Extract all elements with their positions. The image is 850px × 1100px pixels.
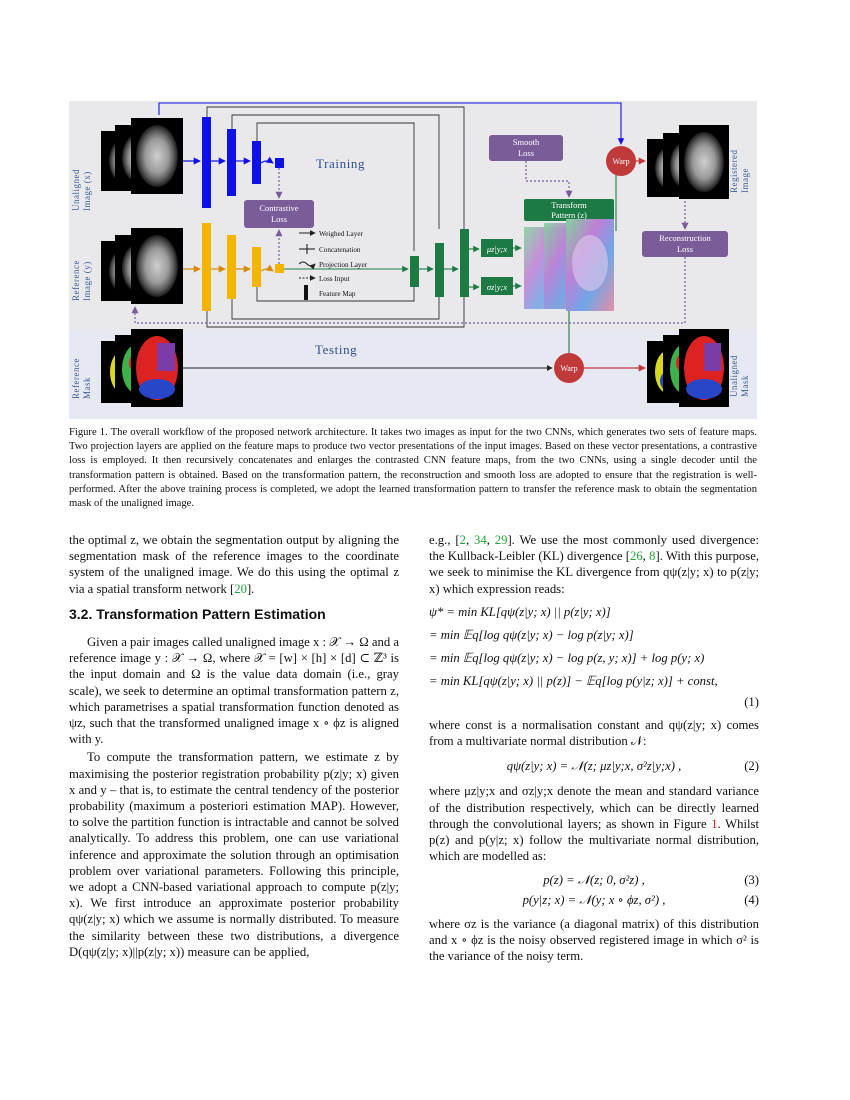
registered-image-stack	[647, 125, 729, 199]
training-panel	[69, 101, 757, 331]
right-column: e.g., [2, 34, 29]. We use the most commo…	[429, 532, 759, 966]
left-paragraph-0: the optimal z, we obtain the segmentatio…	[69, 533, 399, 596]
warp-train-label: Warp	[612, 157, 629, 166]
warp-train-node	[606, 146, 636, 176]
unaligned-mask-stack	[647, 329, 729, 407]
right-paragraph-1: where const is a normalisation constant …	[429, 717, 759, 749]
section-title: 3.2. Transformation Pattern Estimation	[69, 605, 326, 622]
training-label: Training	[316, 156, 365, 171]
equation-3: p(z) = 𝒩(z; 0, σ²z) ,(3)	[543, 873, 759, 888]
warp-test-label: Warp	[560, 364, 577, 373]
skip-connections	[206, 106, 465, 328]
mu-box	[481, 239, 513, 257]
reference-image-stack	[101, 228, 183, 304]
right-paragraph-2: where μz|y;x and σz|y;x denote the mean …	[429, 784, 759, 864]
reference-mask-stack	[101, 329, 183, 407]
equation-4: p(y|z; x) = 𝒩(y; x ∘ ϕz, σ²) ,(4)	[522, 892, 759, 907]
equation-1-line: ψ* = min KL[qψ(z|y; x) || p(z|y; x)]	[429, 604, 611, 619]
testing-panel	[69, 331, 757, 419]
encoder-y	[202, 223, 284, 311]
figure-caption: Figure 1. The overall workflow of the pr…	[69, 427, 757, 510]
legend-loss-input: Loss Input	[319, 275, 350, 283]
smooth-loss-box	[489, 135, 563, 161]
figure-1: UnalignedImage (x) ReferenceImage (y) Re…	[69, 101, 757, 419]
encoder-y-arrows	[183, 264, 274, 273]
right-paragraph-3: where σz is the variance (a diagonal mat…	[429, 916, 759, 964]
plus-icon	[299, 244, 315, 254]
label-reference-mask: ReferenceMask	[71, 358, 92, 399]
bar-icon	[304, 285, 308, 300]
left-column: the optimal z, we obtain the segmentatio…	[69, 532, 399, 962]
citation-link[interactable]: 2	[459, 533, 466, 547]
unaligned-image-stack	[101, 118, 183, 194]
label-unaligned-image: UnalignedImage (x)	[71, 169, 92, 211]
equation-1-number: (1)	[744, 694, 759, 709]
equation-4-number: (4)	[744, 892, 759, 907]
label-reference-image: ReferenceImage (y)	[71, 260, 92, 301]
mu-label: μz|y;x	[486, 244, 508, 254]
equation-2-number: (2)	[744, 759, 759, 774]
left-paragraph-1: Given a pair images called unaligned ima…	[69, 635, 399, 747]
figure-ref-link[interactable]: 1	[711, 816, 718, 831]
transform-pattern-box	[524, 199, 614, 221]
sigma-box	[481, 277, 513, 295]
reconstruction-loss-box	[642, 231, 728, 257]
label-registered-image: RegisteredImage	[729, 150, 750, 194]
smooth-loss-input	[525, 161, 573, 198]
wave-icon	[298, 261, 316, 270]
encoder-x-arrows	[183, 156, 274, 165]
left-paragraph-2: To compute the transformation pattern, w…	[69, 750, 399, 959]
equation-1: ψ* = min KL[qψ(z|y; x) || p(z|y; x)] = m…	[429, 601, 759, 711]
citation-link[interactable]: 8	[649, 549, 656, 564]
equation-3-number: (3)	[744, 873, 759, 888]
decoder-arrows	[284, 245, 480, 291]
testing-label: Testing	[315, 342, 357, 357]
legend-weighed-layer: Weighed Layer	[319, 230, 364, 238]
equation-2: qψ(z|y; x) = 𝒩(z; μz|y;x, σ²z|y;x) ,(2)	[506, 759, 759, 774]
unaligned-to-warp	[158, 102, 625, 145]
legend-concatenation: Concatenation	[319, 246, 361, 254]
encoder-x	[202, 117, 284, 208]
citation-link[interactable]: 20	[234, 581, 247, 596]
equation-1-line: = min 𝔼q[log qψ(z|y; x) − log p(z|y; x)]	[429, 627, 634, 642]
transform-pattern-image	[524, 219, 614, 311]
equation-1-line: = min 𝔼q[log qψ(z|y; x) − log p(z, y; x)…	[429, 650, 705, 665]
legend-projection-layer: Projection Layer	[319, 261, 368, 269]
sigma-label: σz|y;x	[487, 282, 507, 292]
citation-link[interactable]: 34	[474, 533, 487, 547]
citation-link[interactable]: 26	[629, 549, 643, 564]
contrastive-loss-box	[244, 200, 314, 228]
warp-test-node	[554, 353, 584, 383]
citation-link[interactable]: 29	[494, 533, 508, 547]
reference-to-reconstruction	[131, 257, 686, 324]
legend-feature-map: Feature Map	[319, 290, 356, 298]
right-paragraph-0: e.g., [2, 34, 29]. We use the most commo…	[429, 533, 760, 596]
equation-1-line: = min KL[qψ(z|y; x) || p(z)] − 𝔼q[log p(…	[429, 673, 718, 688]
label-unaligned-mask: UnalignedMask	[729, 355, 750, 397]
decoder	[410, 229, 469, 297]
legend: Weighed Layer Concatenation Projection L…	[298, 230, 368, 300]
